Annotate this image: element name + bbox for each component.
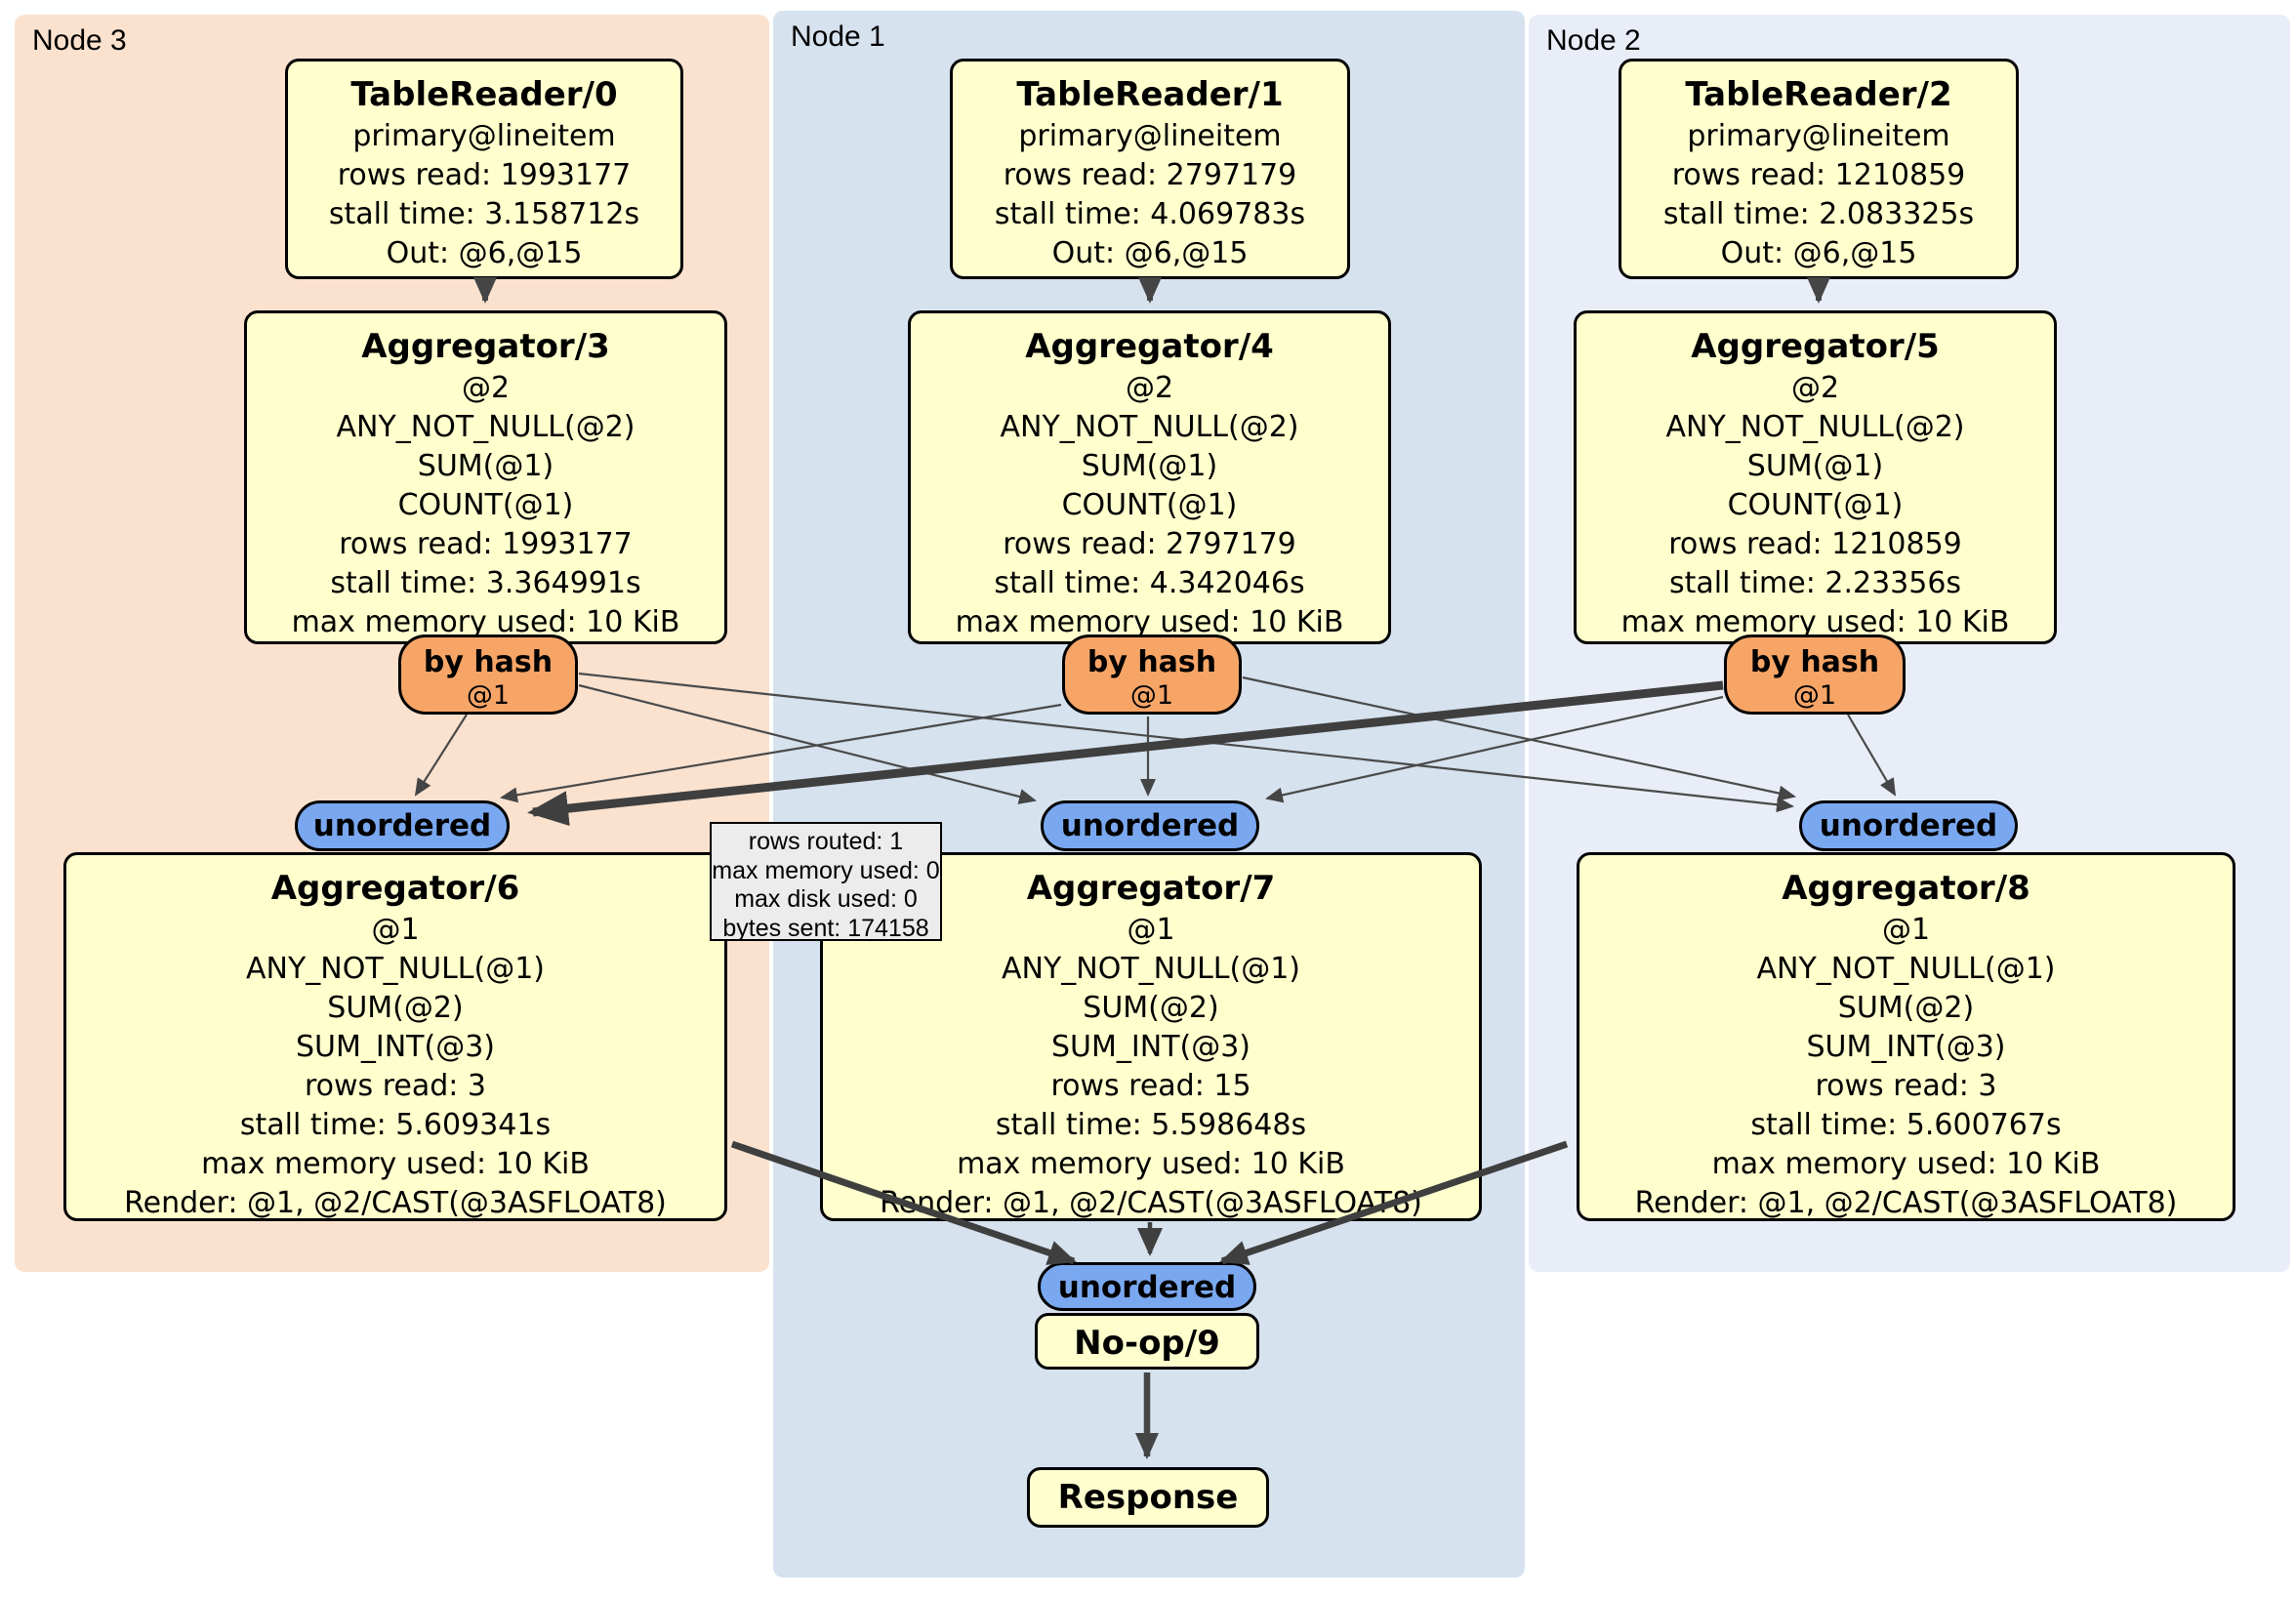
stat-line: rows read: 1993177 — [339, 527, 633, 561]
response-box: Response — [1027, 1467, 1269, 1528]
processor-title: Aggregator/6 — [270, 869, 520, 908]
sync-unordered-node2: unordered — [1799, 800, 2018, 851]
tooltip-line: max disk used: 0 — [734, 885, 918, 913]
edge-tooltip: rows routed: 1 max memory used: 0 max di… — [710, 822, 942, 942]
stat-line: rows read: 1993177 — [337, 158, 632, 192]
stat-line: stall time: 2.23356s — [1668, 566, 1962, 600]
stat-line: stall time: 5.600767s — [1750, 1108, 2062, 1142]
stat-line: rows read: 15 — [1050, 1069, 1251, 1103]
aggregator-3-box: Aggregator/3 @2 ANY_NOT_NULL(@2) SUM(@1)… — [244, 310, 727, 644]
stat-line: ANY_NOT_NULL(@1) — [246, 952, 545, 986]
stat-line: rows read: 2797179 — [1003, 158, 1297, 192]
stat-line: SUM_INT(@3) — [1806, 1030, 2006, 1064]
stat-line: ANY_NOT_NULL(@2) — [336, 410, 636, 444]
stat-line: SUM_INT(@3) — [296, 1030, 495, 1064]
processor-title: TableReader/2 — [1685, 75, 1952, 114]
stat-line: stall time: 4.069783s — [994, 197, 1306, 231]
stat-line: Render: @1, @2/CAST(@3ASFLOAT8) — [880, 1186, 1422, 1220]
processor-title: Aggregator/7 — [1026, 869, 1276, 908]
processor-title: TableReader/1 — [1016, 75, 1284, 114]
sync-unordered-node1: unordered — [1041, 800, 1259, 851]
stat-line: COUNT(@1) — [397, 488, 574, 522]
router-label: by hash — [423, 645, 554, 679]
stat-line: max memory used: 10 KiB — [201, 1147, 590, 1181]
stat-line: rows read: 2797179 — [1003, 527, 1296, 561]
tablereader-0-box: TableReader/0 primary@lineitem rows read… — [285, 59, 683, 279]
tablereader-2-box: TableReader/2 primary@lineitem rows read… — [1619, 59, 2019, 279]
processor-title: Aggregator/8 — [1782, 869, 2030, 908]
tablereader-1-box: TableReader/1 primary@lineitem rows read… — [950, 59, 1350, 279]
router-label: by hash — [1086, 645, 1217, 679]
stat-line: Out: @6,@15 — [1720, 236, 1917, 270]
stat-line: COUNT(@1) — [1727, 488, 1904, 522]
stat-line: SUM_INT(@3) — [1051, 1030, 1250, 1064]
stat-line: stall time: 5.609341s — [239, 1108, 552, 1142]
stat-line: rows read: 1210859 — [1668, 527, 1962, 561]
router-by-hash-node1: by hash @1 — [1062, 635, 1242, 715]
processor-title: Aggregator/3 — [361, 327, 610, 366]
router-by-hash-node2: by hash @1 — [1724, 635, 1906, 715]
stat-line: primary@lineitem — [1018, 119, 1282, 153]
stat-line: @1 — [1881, 913, 1931, 947]
stat-line: COUNT(@1) — [1061, 488, 1238, 522]
stat-line: @2 — [1790, 371, 1840, 405]
stat-line: Out: @6,@15 — [386, 236, 583, 270]
router-key: @1 — [1792, 680, 1837, 711]
tooltip-line: bytes sent: 174158 — [722, 914, 929, 942]
processor-title: No-op/9 — [1074, 1324, 1220, 1363]
stat-line: stall time: 5.598648s — [995, 1108, 1307, 1142]
stat-line: Render: @1, @2/CAST(@3ASFLOAT8) — [124, 1186, 667, 1220]
stat-line: max memory used: 10 KiB — [957, 1147, 1345, 1181]
stat-line: stall time: 4.342046s — [994, 566, 1305, 600]
processor-title: Aggregator/5 — [1691, 327, 1940, 366]
stat-line: max memory used: 10 KiB — [291, 605, 680, 639]
stat-line: ANY_NOT_NULL(@1) — [1002, 952, 1300, 986]
aggregator-4-box: Aggregator/4 @2 ANY_NOT_NULL(@2) SUM(@1)… — [908, 310, 1391, 644]
stat-line: ANY_NOT_NULL(@2) — [1665, 410, 1965, 444]
sync-unordered-final: unordered — [1038, 1262, 1256, 1311]
tooltip-line: rows routed: 1 — [748, 828, 904, 855]
router-by-hash-node3: by hash @1 — [398, 635, 578, 715]
stat-line: @2 — [1125, 371, 1174, 405]
stat-line: rows read: 1210859 — [1671, 158, 1966, 192]
processor-title: Response — [1057, 1478, 1239, 1517]
stat-line: max memory used: 10 KiB — [1711, 1147, 2101, 1181]
stat-line: @1 — [371, 913, 420, 947]
stat-line: SUM(@1) — [1746, 449, 1884, 483]
stat-line: ANY_NOT_NULL(@1) — [1756, 952, 2056, 986]
processor-title: TableReader/0 — [350, 75, 618, 114]
aggregator-8-box: Aggregator/8 @1 ANY_NOT_NULL(@1) SUM(@2)… — [1577, 852, 2235, 1221]
stat-line: rows read: 3 — [1815, 1069, 1997, 1103]
aggregator-6-box: Aggregator/6 @1 ANY_NOT_NULL(@1) SUM(@2)… — [63, 852, 727, 1221]
stat-line: Render: @1, @2/CAST(@3ASFLOAT8) — [1634, 1186, 2178, 1220]
stat-line: max memory used: 10 KiB — [1620, 605, 2010, 639]
stat-line: ANY_NOT_NULL(@2) — [1000, 410, 1299, 444]
stat-line: primary@lineitem — [1687, 119, 1950, 153]
stat-line: @2 — [461, 371, 511, 405]
router-key: @1 — [466, 680, 511, 711]
stat-line: primary@lineitem — [352, 119, 616, 153]
stat-line: stall time: 3.158712s — [328, 197, 640, 231]
processor-title: Aggregator/4 — [1025, 327, 1274, 366]
noop-9-box: No-op/9 — [1035, 1313, 1259, 1370]
stat-line: stall time: 3.364991s — [330, 566, 641, 600]
panel-label: Node 3 — [32, 24, 127, 57]
router-label: by hash — [1749, 645, 1880, 679]
tooltip-line: max memory used: 0 — [712, 856, 940, 884]
stat-line: SUM(@2) — [1083, 991, 1219, 1025]
stat-line: max memory used: 10 KiB — [955, 605, 1344, 639]
stat-line: SUM(@2) — [1837, 991, 1975, 1025]
stat-line: stall time: 2.083325s — [1662, 197, 1975, 231]
stat-line: SUM(@1) — [417, 449, 554, 483]
stat-line: @1 — [1127, 913, 1175, 947]
panel-label: Node 2 — [1546, 24, 1641, 57]
stat-line: Out: @6,@15 — [1051, 236, 1249, 270]
panel-label: Node 1 — [791, 20, 885, 53]
aggregator-5-box: Aggregator/5 @2 ANY_NOT_NULL(@2) SUM(@1)… — [1574, 310, 2057, 644]
stat-line: SUM(@1) — [1081, 449, 1218, 483]
stat-line: rows read: 3 — [304, 1069, 487, 1103]
router-key: @1 — [1129, 680, 1174, 711]
sync-unordered-node3: unordered — [295, 800, 510, 851]
stat-line: SUM(@2) — [327, 991, 464, 1025]
